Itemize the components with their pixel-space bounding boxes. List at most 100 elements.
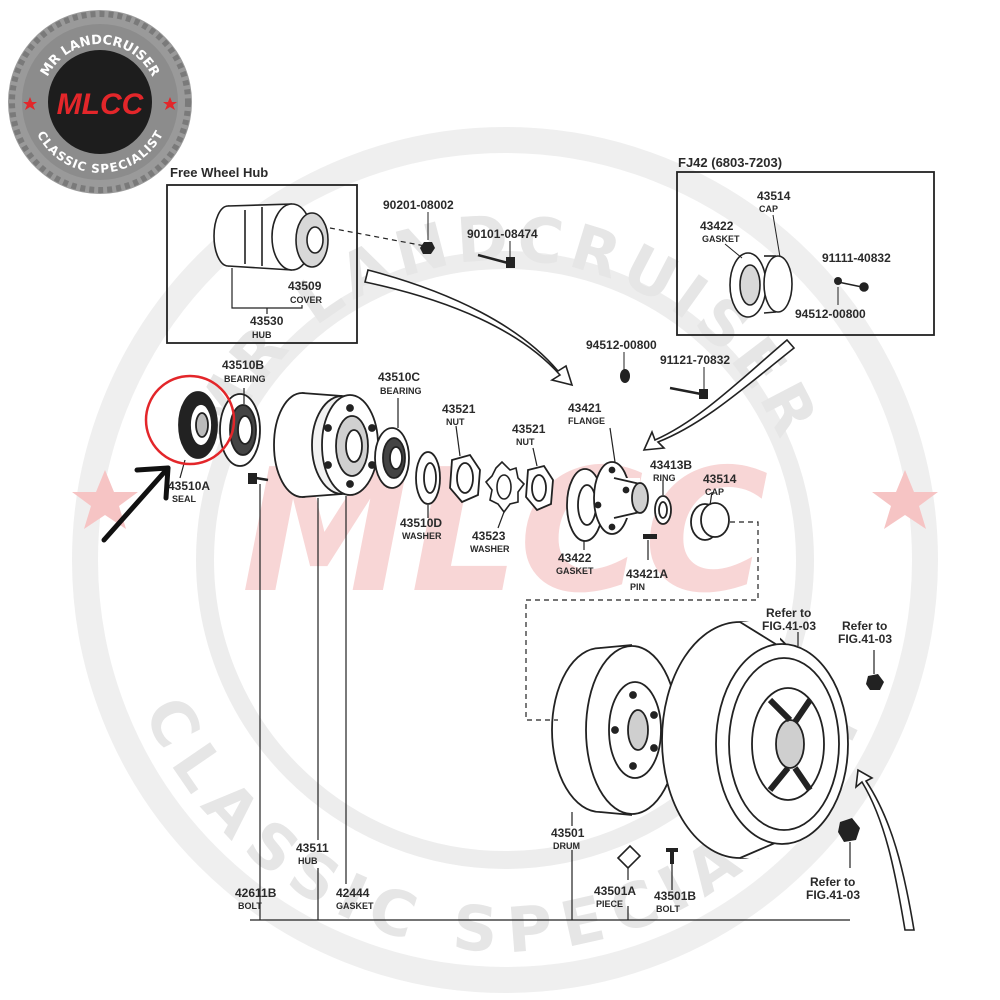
watermark-star-right [872, 470, 938, 529]
callout-90201-number: 90201-08002 [383, 198, 454, 212]
callout-43510C-number: 43510C [378, 370, 420, 384]
callout-labels: 43510B BEARING 43510A SEAL 43510C BEARIN… [168, 358, 892, 914]
fj42-cap-name: CAP [759, 204, 778, 214]
wheel-hardware [616, 674, 884, 870]
callout-43421A-name: PIN [630, 582, 645, 592]
watermark-star-left [72, 470, 138, 529]
callout-43523-name: WASHER [470, 544, 510, 554]
callout-42444-number: 42444 [336, 886, 370, 900]
free-wheel-hub-cover-number: 43509 [288, 279, 322, 293]
callout-43510A-name: SEAL [172, 494, 197, 504]
callout-43422-name: GASKET [556, 566, 594, 576]
bolt-91121-drawing [669, 386, 708, 399]
watermark-inner-ring [196, 251, 814, 869]
assembly-dashed-lines [525, 521, 759, 721]
callout-43510D-name: WASHER [402, 531, 442, 541]
watermark-outer-ring [72, 127, 938, 993]
callout-43421-name: FLANGE [568, 416, 605, 426]
fj42-title: FJ42 (6803-7203) [678, 155, 782, 170]
callout-43501-name: DRUM [553, 841, 580, 851]
callout-43421-number: 43421 [568, 401, 602, 415]
callout-43421A-number: 43421A [626, 567, 668, 581]
washer-43523-drawing [484, 460, 526, 514]
fj42-arrow [642, 338, 796, 451]
callout-43521-first-name: NUT [446, 417, 465, 427]
callout-43514-number: 43514 [703, 472, 737, 486]
wheel-drawing [661, 621, 849, 859]
fj42-gasket-name: GASKET [702, 234, 740, 244]
fj42-cap-drawing [729, 252, 793, 318]
callout-43413B-number: 43413B [650, 458, 692, 472]
callout-42611B-name: BOLT [238, 901, 262, 911]
callout-43510B-number: 43510B [222, 358, 264, 372]
nut-90201-drawing [420, 242, 435, 254]
logo-star-left [23, 97, 37, 110]
washer-94512-drawing [620, 369, 630, 383]
refer-to-label-1-line-1: Refer to [766, 606, 811, 620]
logo-center-disc [48, 50, 152, 154]
leader-lines [179, 388, 875, 921]
free-wheel-hub-drawing [213, 203, 329, 271]
fj42-bolt-number: 91111-40832 [822, 251, 891, 265]
free-wheel-hub-hub-number: 43530 [250, 314, 284, 328]
fj42-washer-drawing [834, 277, 842, 285]
callout-43521-second-name: NUT [516, 437, 535, 447]
callout-43501B-name: BOLT [656, 904, 680, 914]
nut-43521-second-drawing [525, 464, 554, 512]
callout-43413B-name: RING [653, 473, 676, 483]
free-wheel-hub-title: Free Wheel Hub [170, 165, 268, 180]
hardware-top: 90201-08002 90101-08474 94512-00800 9112… [383, 198, 730, 399]
bolt-42611B-drawing [248, 473, 269, 484]
free-wheel-hub-inset: Free Wheel Hub 43509 COVER 43530 HUB [166, 165, 426, 344]
fj42-washer-number: 94512-00800 [795, 307, 866, 321]
callout-43514-name: CAP [705, 487, 724, 497]
callout-43501A-number: 43501A [594, 884, 636, 898]
callout-42444-name: GASKET [336, 901, 374, 911]
highlight [101, 374, 236, 543]
flange-43421-drawing [593, 461, 649, 535]
bearing-43510C-drawing [374, 427, 410, 489]
wheel-refer-arrow [854, 768, 915, 931]
callout-91121-number: 91121-70832 [660, 353, 730, 367]
ring-43413B-drawing [654, 495, 672, 525]
piece-43501A-drawing [616, 844, 642, 870]
callout-94512-number: 94512-00800 [586, 338, 657, 352]
refer-to-label-2-line-2: FIG.41-03 [838, 632, 892, 646]
bolt-43501B-drawing [666, 848, 678, 864]
seal-43510A-drawing [178, 391, 218, 459]
fj42-cap-number: 43514 [757, 189, 791, 203]
callout-43523-number: 43523 [472, 529, 506, 543]
nut-43521-first-drawing [449, 453, 481, 504]
callout-43501-number: 43501 [551, 826, 585, 840]
watermark: MR LANDCRUISER CLASSIC SPECIALIST MLCC [72, 127, 938, 993]
callout-42611B-number: 42611B [235, 886, 277, 900]
refer-to-label-3-line-1: Refer to [810, 875, 855, 889]
free-wheel-hub-hub-name: HUB [252, 330, 272, 340]
refer-to-label-2-line-1: Refer to [842, 619, 887, 633]
washer-43510D-drawing [415, 451, 441, 505]
fj42-inset: FJ42 (6803-7203) 43514 CAP 43422 GASKET … [676, 155, 935, 336]
free-wheel-hub-cover-name: COVER [290, 295, 323, 305]
wheel-nut-top-drawing [866, 674, 884, 690]
bearing-43510B-drawing [219, 393, 261, 467]
callout-43510C-name: BEARING [380, 386, 422, 396]
callout-43511-name: HUB [298, 856, 318, 866]
callout-43501A-name: PIECE [596, 899, 623, 909]
callout-43510B-name: BEARING [224, 374, 266, 384]
highlight-circle [144, 374, 236, 466]
logo-star-right [163, 97, 177, 110]
refer-to-label-1-line-2: FIG.41-03 [762, 619, 816, 633]
bolt-90101-drawing [477, 253, 515, 268]
callout-43521-first-number: 43521 [442, 402, 476, 416]
callout-43501B-number: 43501B [654, 889, 696, 903]
pin-43421A-drawing [643, 534, 657, 539]
hub-43511-drawing [273, 392, 379, 498]
logo-mark: MLCC [57, 88, 145, 121]
brand-logo: MR LANDCRUISER CLASSIC SPECIALIST MLCC [8, 10, 192, 194]
drum-43501-drawing [551, 644, 679, 816]
refer-to-label-3-line-2: FIG.41-03 [806, 888, 860, 902]
wheel-nut-bottom-drawing [838, 818, 860, 842]
fj42-gasket-number: 43422 [700, 219, 734, 233]
callout-43521-second-number: 43521 [512, 422, 546, 436]
